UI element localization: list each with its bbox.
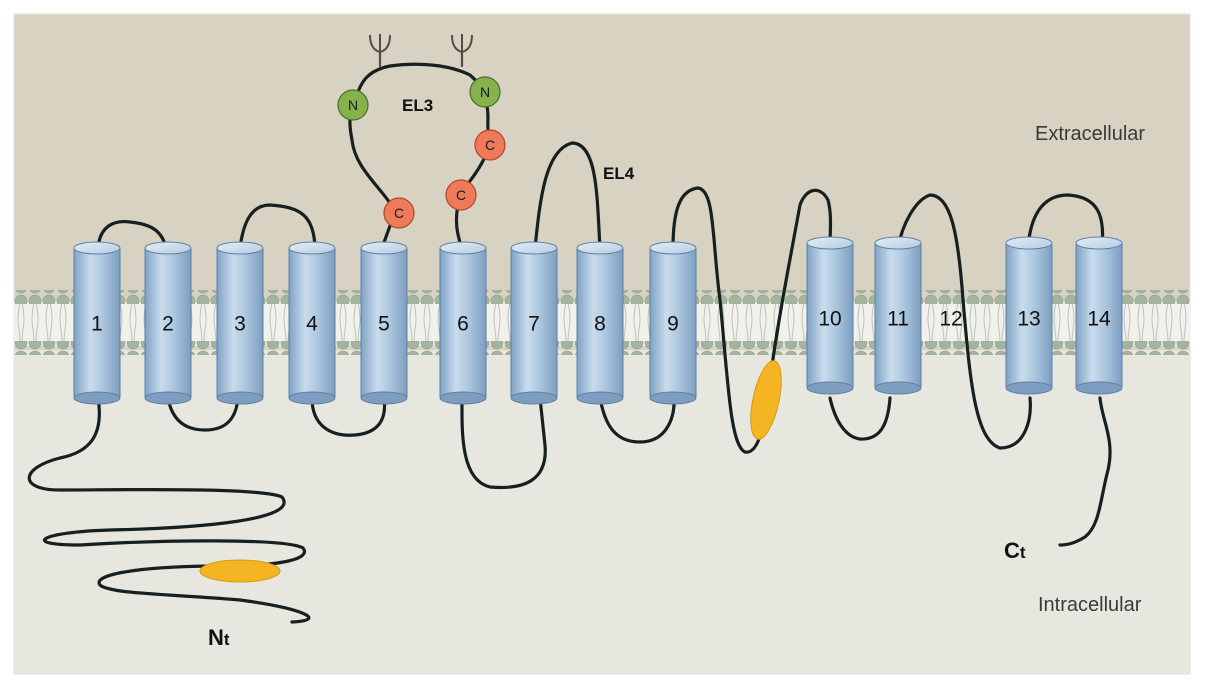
c-terminus-label: Ct [1004,538,1026,563]
polypeptide-chain [27,50,1112,624]
helix-1: 1 [73,241,121,405]
loop-13-14 [1026,193,1105,250]
loop-8-9 [598,396,676,444]
el3-loop [348,62,491,250]
helix-6: 6 [439,241,487,405]
n-terminal-tail [27,396,311,624]
svg-text:C: C [485,137,495,153]
helix-label: 3 [234,313,246,336]
helix-label: 1 [91,313,103,336]
helix-label: 14 [1087,308,1111,331]
helix-14: 14 [1075,236,1123,395]
helix-8: 8 [576,241,624,405]
helix-label: 2 [162,313,174,336]
helix-label: 7 [528,313,540,336]
glycan-symbol-1 [369,34,391,53]
helix-4: 4 [288,241,336,405]
helix-label: 9 [667,313,679,336]
helix-label: 4 [306,313,318,336]
cysteine-site-3: C [445,179,477,211]
svg-text:C: C [456,187,466,203]
helix-label: 6 [457,313,469,336]
helix-3: 3 [216,241,264,405]
n-glycosylation-site-1: N [337,89,369,121]
cysteine-site-2: C [474,129,506,161]
helix-13: 13 [1005,236,1053,395]
yellow-domain-reentrant [750,360,782,440]
helix-5: 5 [360,241,408,405]
helix-label: 10 [818,308,841,331]
helix-9: 9 [649,241,697,405]
intracellular-label: Intracellular [1038,594,1142,616]
loop-6-7 [460,396,547,490]
loop-1-2 [96,220,168,250]
helix-11: 11 [874,236,922,395]
n-glycosylation-site-2: N [469,76,501,108]
helix-label: 8 [594,313,606,336]
loop-4-5 [310,396,387,437]
reentrant-loop [671,186,833,454]
cysteine-site-1: C [383,197,415,229]
svg-text:N: N [348,97,358,113]
helix-label: 11 [887,308,909,331]
tm12-loop [896,193,1032,450]
helix-10: 10 [806,236,854,395]
loop-3-4 [238,203,317,250]
loop-10-11 [828,396,892,441]
helix-7: 7 [510,241,558,405]
svg-text:C: C [394,205,404,221]
glycan-symbol-2 [451,34,473,53]
segment-12-label: 12 [939,308,962,331]
el3-label: EL3 [402,96,433,115]
n-terminus-label: Nt [208,625,230,650]
el4-loop [533,141,602,250]
c-terminal-tail [1058,396,1112,547]
yellow-domain-n-tail [199,559,281,583]
helix-label: 13 [1017,308,1040,331]
helix-label: 5 [378,313,390,336]
loop-2-3 [166,396,240,432]
svg-text:N: N [480,84,490,100]
el4-label: EL4 [603,164,635,183]
helix-2: 2 [144,241,192,405]
extracellular-label: Extracellular [1035,123,1145,145]
